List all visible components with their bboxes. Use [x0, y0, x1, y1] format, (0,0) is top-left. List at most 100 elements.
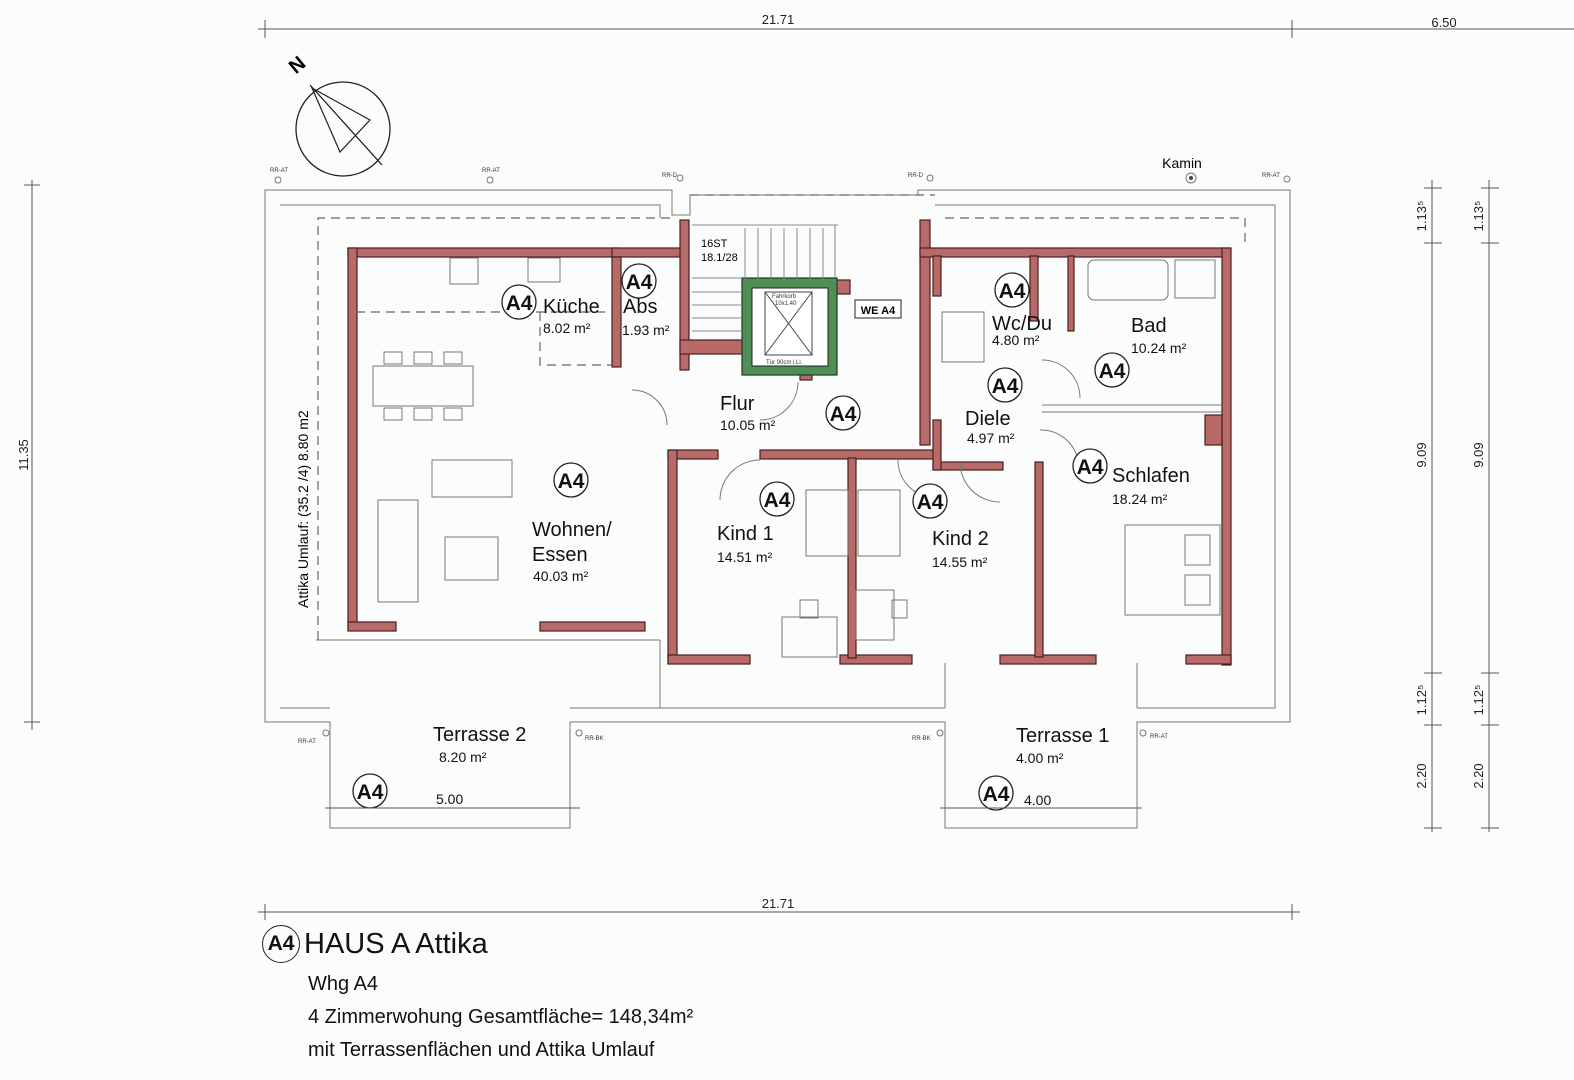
dim-top-right: 6.50 — [1431, 15, 1456, 30]
room-terrasse2: Terrasse 2 — [433, 724, 526, 746]
dim-right-3: 1.12⁵ — [1414, 685, 1429, 716]
legend-badge: A4 — [262, 925, 300, 963]
unit-badge: A4 — [553, 462, 589, 498]
unit-badge: A4 — [978, 775, 1014, 811]
dim-right-4: 2.20 — [1414, 763, 1429, 788]
area-terrasse2: 8.20 m² — [439, 749, 487, 765]
room-flur: Flur — [720, 393, 755, 415]
lift-door-label: Tür 90cm i.Ll. — [766, 360, 803, 366]
entrance-tag: WE A4 — [854, 299, 902, 319]
legend-title-row: A4 HAUS A Attika — [262, 925, 693, 963]
unit-badge: A4 — [759, 481, 795, 517]
dimension-left: 11.35 — [16, 180, 40, 730]
lift-label: Fahrkorb — [772, 294, 797, 300]
svg-text:A4: A4 — [558, 470, 585, 493]
attika-label: Attika Umlauf: (35.2 /4) 8.80 m2 — [295, 410, 311, 608]
stair-steps: 16ST — [701, 238, 728, 250]
marker-rr-at: RR-AT — [298, 739, 316, 745]
unit-badge: A4 — [994, 272, 1030, 308]
elevator: Fahrkorb 10x1.40 Tür 90cm i.Ll. — [741, 277, 838, 376]
dim-right-7: 1.12⁵ — [1471, 685, 1486, 716]
marker-rr-bk: RR-BK — [912, 736, 931, 742]
kamin-label: Kamin — [1162, 155, 1202, 171]
furniture — [356, 257, 1222, 658]
room-abs: Abs — [623, 296, 657, 318]
north-label: N — [285, 52, 310, 78]
svg-text:A4: A4 — [992, 375, 1019, 398]
lift-size: 10x1.40 — [775, 301, 797, 307]
dim-terrasse2: 5.00 — [436, 791, 463, 807]
north-arrow-icon: N — [285, 52, 391, 177]
area-kind1: 14.51 m² — [717, 549, 773, 565]
dim-right-8: 2.20 — [1471, 763, 1486, 788]
area-abs: 1.93 m² — [622, 322, 670, 338]
room-schlafen: Schlafen — [1112, 465, 1190, 487]
area-diele: 4.97 m² — [967, 430, 1015, 446]
unit-badge: A4 — [352, 773, 388, 809]
room-kind2: Kind 2 — [932, 528, 989, 550]
dimension-top: 21.71 6.50 — [258, 12, 1574, 38]
svg-text:A4: A4 — [983, 783, 1010, 806]
marker-rr-bk: RR-BK — [585, 736, 604, 742]
dim-top-total: 21.71 — [762, 12, 795, 27]
unit-badge: A4 — [912, 483, 948, 519]
dim-right-6: 9.09 — [1471, 442, 1486, 467]
room-labels: Küche 8.02 m² Abs 1.93 m² Flur 10.05 m² … — [433, 296, 1190, 766]
svg-text:A4: A4 — [764, 489, 791, 512]
room-wohnen: Wohnen/ — [532, 519, 612, 541]
area-kind2: 14.55 m² — [932, 554, 988, 570]
svg-text:A4: A4 — [830, 403, 857, 426]
room-diele: Diele — [965, 408, 1011, 430]
legend-unit: Whg A4 — [308, 973, 379, 995]
marker-rr-at: RR-AT — [1262, 173, 1280, 179]
stair-ratio: 18.1/28 — [701, 252, 738, 264]
area-terrasse1: 4.00 m² — [1016, 750, 1064, 766]
svg-text:A4: A4 — [506, 292, 533, 315]
unit-badge: A4 — [621, 263, 657, 299]
svg-text:A4: A4 — [1077, 456, 1104, 479]
marker-rr-at: RR-AT — [482, 168, 500, 174]
dim-right-2: 9.09 — [1414, 442, 1429, 467]
marker-rr-at: RR-AT — [270, 168, 288, 174]
unit-badge: A4 — [501, 284, 537, 320]
terrace-dimensions: 5.00 4.00 — [325, 791, 1142, 809]
area-schlafen: 18.24 m² — [1112, 491, 1168, 507]
room-essen: Essen — [532, 544, 588, 566]
dimension-bottom: 21.71 — [258, 896, 1300, 920]
plan-legend: A4 HAUS A Attika Whg A4 4 Zimmerwohung G… — [262, 925, 693, 1062]
svg-text:A4: A4 — [999, 280, 1026, 303]
room-bad: Bad — [1131, 315, 1167, 337]
dim-right-1: 1.13⁵ — [1414, 201, 1429, 232]
unit-badge: A4 — [1072, 448, 1108, 484]
legend-note: mit Terrassenflächen und Attika Umlauf — [308, 1039, 655, 1061]
legend-title: HAUS A Attika — [304, 927, 488, 960]
svg-text:A4: A4 — [626, 271, 653, 294]
area-bad: 10.24 m² — [1131, 340, 1187, 356]
svg-text:A4: A4 — [917, 491, 944, 514]
roof-drain-markers: RR-AT RR-AT RR-D RR-D RR-AT Kamin RR-AT … — [270, 155, 1291, 745]
unit-badge: A4 — [987, 367, 1023, 403]
svg-text:A4: A4 — [1099, 360, 1126, 383]
unit-badge: A4 — [1094, 352, 1130, 388]
dim-right-5: 1.13⁵ — [1471, 201, 1486, 232]
staircase: 16ST 18.1/28 — [692, 224, 838, 332]
area-flur: 10.05 m² — [720, 417, 776, 433]
area-wohnen: 40.03 m² — [533, 568, 589, 584]
dim-bottom-total: 21.71 — [762, 896, 795, 911]
unit-badges: A4 A4 A4 A4 A4 A4 A4 A4 A4 A4 A4 A4 — [352, 263, 1130, 811]
room-kueche: Küche — [543, 296, 600, 318]
dim-left-height: 11.35 — [16, 439, 31, 471]
marker-rr-at: RR-AT — [1150, 734, 1168, 740]
walls — [347, 219, 1232, 666]
unit-badge: A4 — [825, 395, 861, 431]
room-kind1: Kind 1 — [717, 523, 774, 545]
area-kueche: 8.02 m² — [543, 320, 591, 336]
dim-terrasse1: 4.00 — [1024, 792, 1051, 808]
area-wcdu: 4.80 m² — [992, 332, 1040, 348]
svg-text:A4: A4 — [357, 781, 384, 804]
attika-outline — [264, 189, 1291, 829]
dimension-right: 1.13⁵ 9.09 1.12⁵ 2.20 1.13⁵ 9.09 1.12⁵ 2… — [1414, 180, 1499, 832]
marker-rr-d: RR-D — [908, 173, 924, 179]
entrance-label: WE A4 — [861, 305, 896, 317]
